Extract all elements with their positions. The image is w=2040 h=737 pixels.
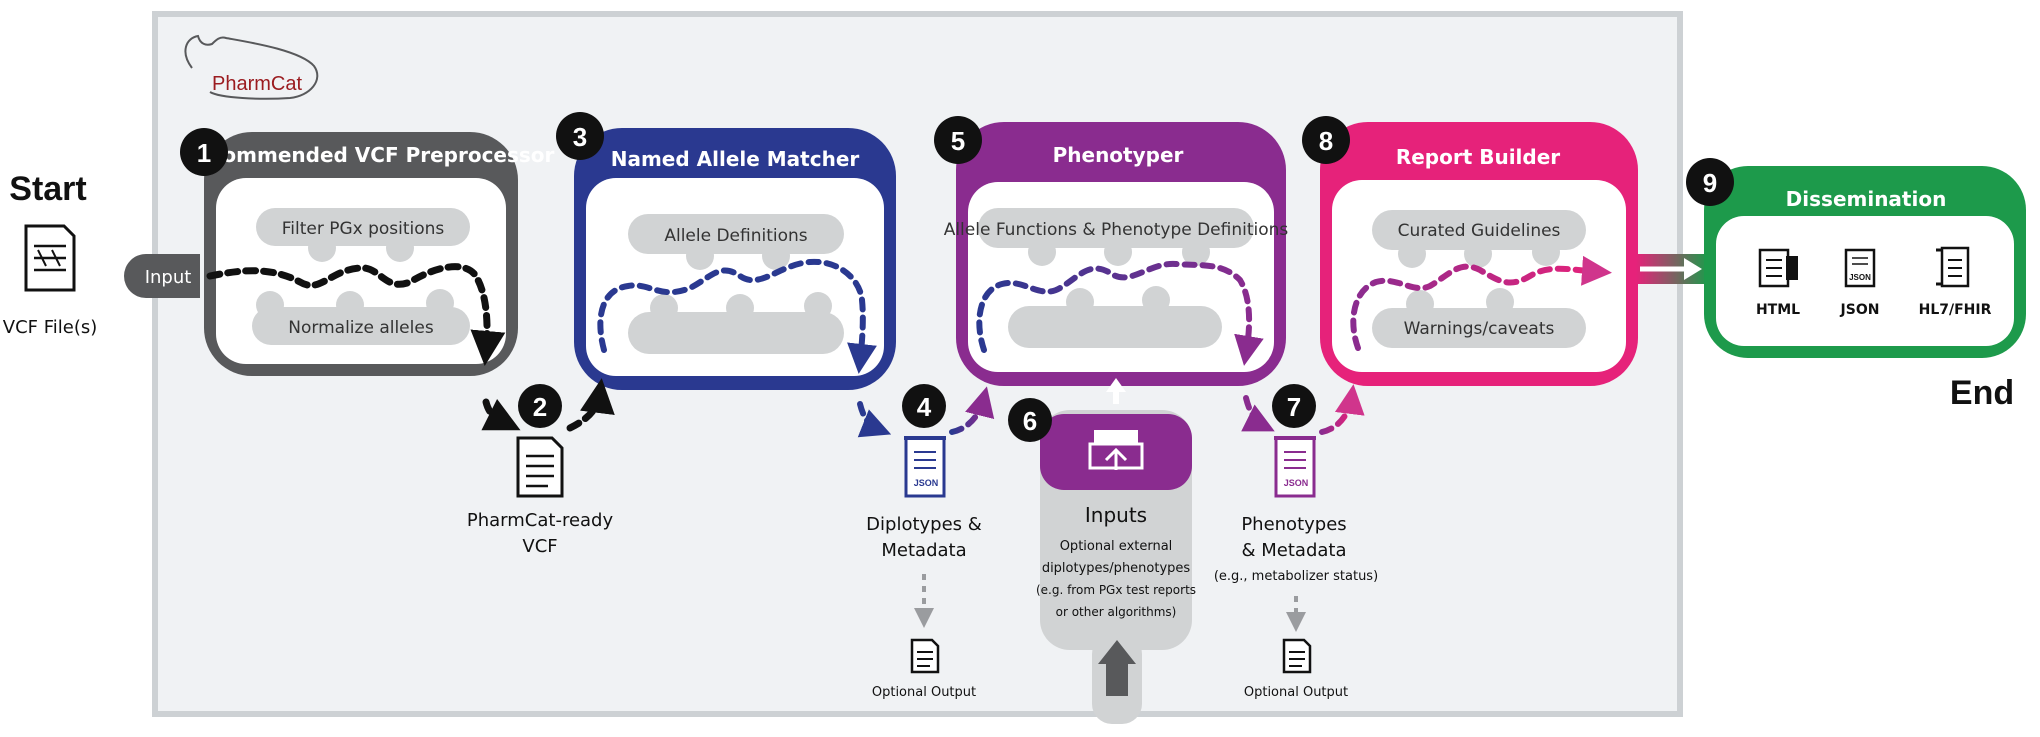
step-6-upload-arrow — [1098, 640, 1136, 696]
step-5-title: Phenotyper — [1053, 143, 1184, 167]
input-tab — [124, 254, 200, 298]
step-4-optional-output: Optional Output — [872, 685, 976, 700]
step-7-json-doc-icon: JSON — [1274, 436, 1316, 498]
step-9-title: Dissemination — [1786, 187, 1947, 211]
step-6-up-arrowhead — [1106, 378, 1126, 392]
step-8-box: Report Builder Curated Guidelines Warnin… — [1320, 122, 1638, 386]
end-label: End — [1950, 374, 2014, 412]
connector-8-9-arrowhead — [1684, 258, 1702, 280]
output-hl7-fhir: HL7/FHIR — [1919, 302, 1992, 318]
step-2-label-line2: VCF — [522, 536, 557, 557]
step-3-number: 3 — [573, 122, 587, 152]
step-7-number: 7 — [1287, 392, 1301, 422]
step-8-badge — [1302, 116, 1350, 164]
step-6-desc-4: or other algorithms) — [1056, 605, 1177, 619]
step-7-note: (e.g., metabolizer status) — [1214, 569, 1378, 584]
html-doc-icon — [1758, 248, 1798, 288]
vcf-file-label: VCF File(s) — [3, 317, 98, 338]
arrow-1-to-2 — [481, 398, 521, 431]
step-7-optional-doc-icon — [1282, 638, 1312, 674]
arrow-4-to-5 — [949, 386, 995, 435]
logo-text: PharmCat — [212, 73, 302, 95]
step-1-title: Recommended VCF Preprocessor — [182, 143, 555, 167]
step-4-label-line2: Metadata — [881, 540, 966, 561]
step-4-badge — [902, 384, 946, 428]
arrow-5-to-7 — [1241, 395, 1275, 432]
step-4-label-line1: Diplotypes & — [866, 514, 982, 535]
step-5-pill-top: Allele Functions & Phenotype Definitions — [944, 220, 1289, 240]
step-1-number: 1 — [197, 138, 211, 168]
step-6-inbox-icon — [1088, 430, 1144, 470]
step-3-box: Named Allele Matcher Allele Definitions — [574, 128, 896, 390]
step-5-number: 5 — [951, 126, 965, 156]
step-7-label-line1: Phenotypes — [1241, 514, 1346, 535]
step-3-pill-top: Allele Definitions — [664, 226, 807, 246]
step-7-badge — [1272, 384, 1316, 428]
step-4-optional-doc-icon — [910, 638, 940, 674]
step-6-desc-3: (e.g. from PGx test reports — [1036, 583, 1196, 597]
step-2-badge — [518, 384, 562, 428]
output-json: JSON — [1840, 302, 1880, 318]
step-7-label-line2: & Metadata — [1242, 540, 1347, 561]
step-1-box: Recommended VCF Preprocessor Filter PGx … — [182, 132, 555, 376]
step-6-inputs-panel — [1040, 378, 1192, 724]
step-4-json-text: JSON — [914, 478, 939, 488]
step-3-badge — [556, 112, 604, 160]
step-7-json-text: JSON — [1284, 478, 1309, 488]
step-1-badge — [180, 128, 228, 176]
step-6-desc-1: Optional external — [1060, 539, 1173, 554]
step-1-flow-arrow — [206, 263, 506, 366]
input-tab-label: Input — [145, 267, 192, 288]
step-7-optional-output: Optional Output — [1244, 685, 1348, 700]
step-6-title: Inputs — [1085, 503, 1147, 527]
step-6-number: 6 — [1023, 406, 1037, 436]
step-9-badge — [1686, 158, 1734, 206]
step-8-number: 8 — [1319, 126, 1333, 156]
step-2-vcf-doc-icon — [516, 436, 564, 498]
pharmcat-logo: PharmCat — [184, 34, 319, 100]
step-6-badge — [1008, 398, 1052, 442]
step-8-pill-bottom: Warnings/caveats — [1404, 319, 1555, 339]
arrow-7-to-8 — [1319, 384, 1365, 435]
step-3-flow-arrow — [597, 258, 877, 374]
step-9-number: 9 — [1703, 168, 1717, 198]
step-1-pill-top: Filter PGx positions — [282, 219, 445, 239]
step-5-badge — [934, 116, 982, 164]
step-2-label-line1: PharmCat-ready — [467, 510, 614, 531]
step-1-pill-bottom: Normalize alleles — [288, 318, 434, 338]
step-5-box: Phenotyper Allele Functions & Phenotype … — [944, 122, 1289, 386]
hl7-doc-icon — [1936, 246, 1970, 288]
json-icon-text: JSON — [1849, 273, 1871, 282]
start-label: Start — [9, 170, 86, 208]
step-3-title: Named Allele Matcher — [611, 147, 860, 171]
arrow-2-to-3 — [566, 378, 615, 432]
step-4-number: 4 — [917, 392, 932, 422]
json-doc-icon: JSON — [1844, 248, 1876, 288]
step-8-title: Report Builder — [1396, 145, 1560, 169]
step-9-box: Dissemination HTML JSON JSON HL7/FHIR — [1704, 166, 2026, 358]
vcf-file-icon — [24, 224, 76, 292]
step-6-desc-2: diplotypes/phenotypes — [1042, 561, 1191, 576]
output-html: HTML — [1756, 302, 1800, 318]
step-5-flow-arrow — [976, 260, 1264, 366]
step-8-pill-top: Curated Guidelines — [1398, 221, 1561, 241]
arrow-3-to-4 — [857, 401, 892, 438]
step-8-flow-arrow — [1350, 255, 1612, 351]
step-4-json-doc-icon: JSON — [904, 436, 946, 498]
step-2-number: 2 — [533, 392, 547, 422]
